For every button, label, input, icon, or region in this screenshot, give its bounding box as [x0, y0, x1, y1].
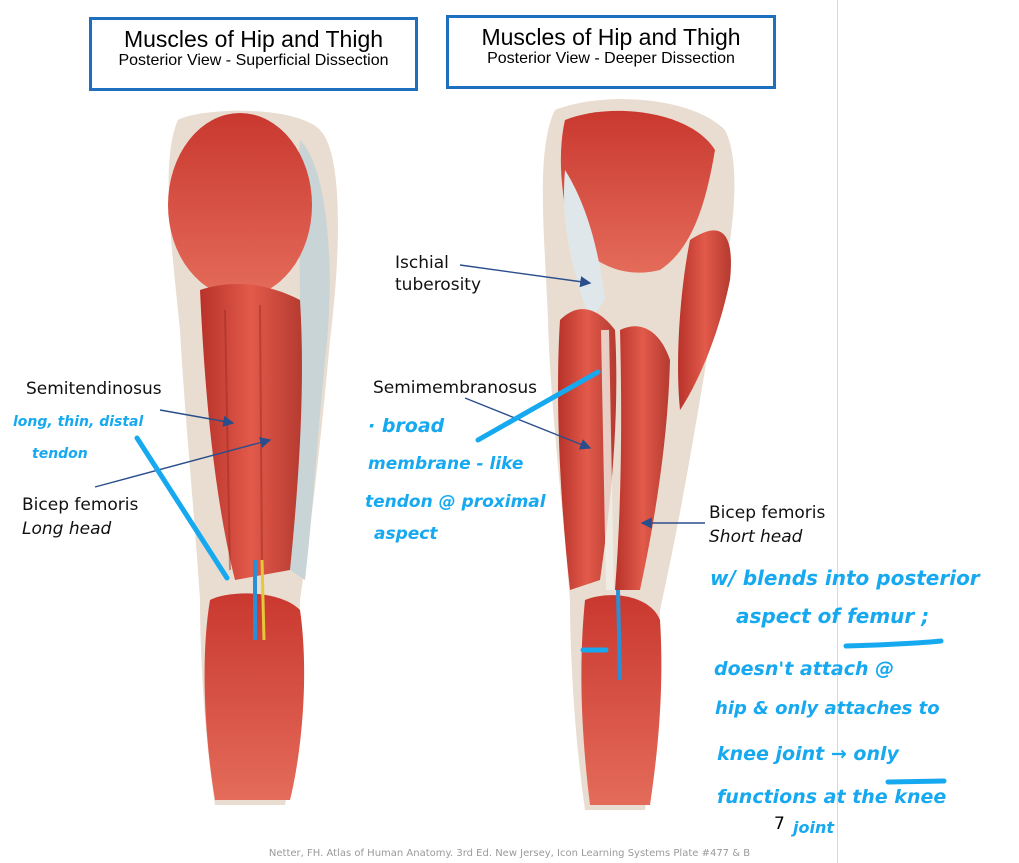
right-subtitle: Posterior View - Deeper Dissection	[487, 50, 735, 67]
bicep-short-label: Bicep femoris	[709, 503, 826, 523]
citation: Netter, FH. Atlas of Human Anatomy. 3rd …	[268, 848, 751, 859]
semitendinosus-arrow	[159, 409, 235, 427]
short-head-note-5: knee joint → only	[717, 743, 899, 765]
semimembranosus-note-4: aspect	[374, 524, 438, 544]
handwritten-strokes	[134, 369, 947, 785]
semitendinosus-hand-line	[134, 435, 230, 581]
semimembranosus-arrow	[464, 397, 592, 450]
bicep-long-arrow	[94, 437, 272, 488]
short-head-note-4: hip & only attaches to	[715, 698, 940, 719]
semimembranosus-note-2: membrane - like	[368, 454, 524, 474]
left-leg-illustration	[168, 110, 339, 805]
semitendinosus-note-1: long, thin, distal	[13, 414, 144, 430]
label-arrows	[94, 264, 705, 529]
short-head-note-1: w/ blends into posterior	[710, 566, 980, 590]
right-title-box: Muscles of Hip and Thigh Posterior View …	[446, 15, 776, 89]
right-title: Muscles of Hip and Thigh	[481, 24, 741, 50]
ischial-arrow	[459, 264, 592, 288]
bicep-short-sublabel: Short head	[709, 527, 803, 547]
left-title: Muscles of Hip and Thigh	[123, 26, 384, 52]
ischial-label-1: Ischial	[395, 253, 449, 273]
left-title-box: Muscles of Hip and Thigh Posterior View …	[89, 17, 418, 91]
semitendinosus-label: Semitendinosus	[26, 379, 162, 399]
semimembranosus-note-1: · broad	[368, 415, 445, 437]
semimembranosus-note-3: tendon @ proximal	[365, 492, 546, 512]
short-head-note-2: aspect of femur ;	[736, 604, 930, 628]
femur-underline-2	[843, 638, 944, 649]
short-head-note-6: functions at the knee	[717, 786, 947, 808]
semitendinosus-note-2: tendon	[32, 446, 88, 462]
semimembranosus-label: Semimembranosus	[373, 378, 537, 398]
short-head-note-3: doesn't attach @	[714, 658, 895, 680]
left-subtitle: Posterior View - Superficial Dissection	[118, 52, 389, 69]
bicep-long-label: Bicep femoris	[22, 495, 139, 515]
notes-divider	[837, 0, 838, 863]
right-leg-illustration	[542, 99, 735, 810]
bicep-long-sublabel: Long head	[22, 519, 112, 539]
page-number: 7	[774, 814, 785, 834]
short-head-note-7: joint	[793, 818, 834, 837]
only-underline	[885, 778, 947, 785]
ischial-label-2: tuberosity	[395, 275, 482, 295]
semimembranosus-hand-line	[475, 369, 601, 443]
